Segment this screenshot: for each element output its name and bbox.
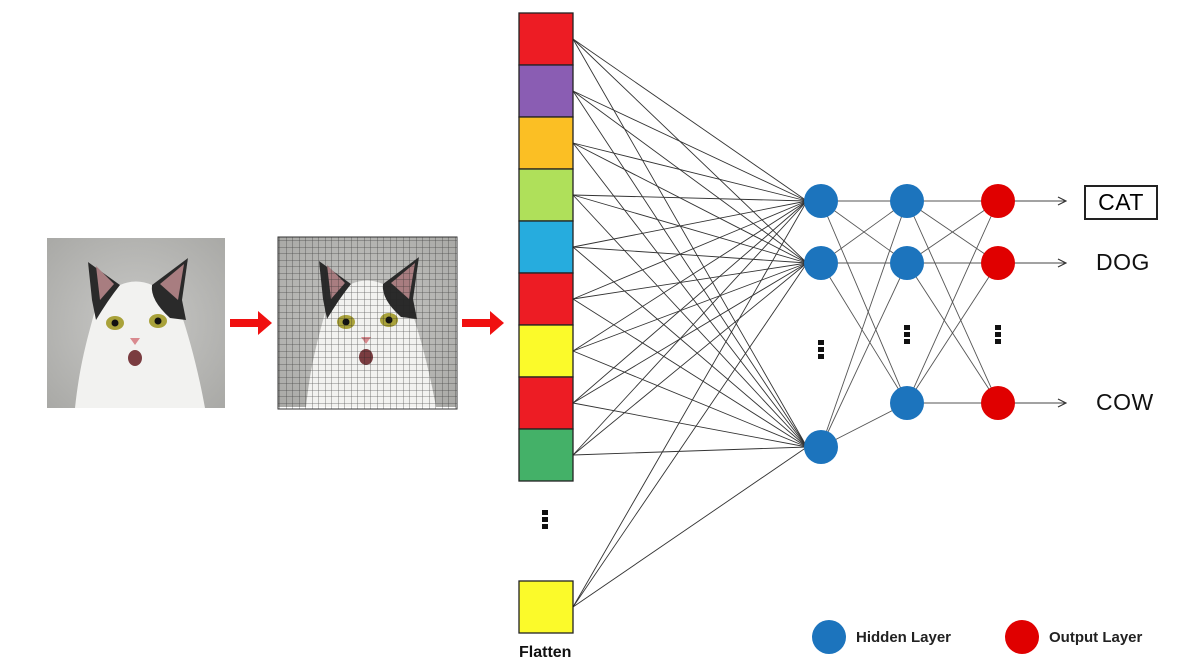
connection-line xyxy=(572,142,808,448)
connection-line xyxy=(906,200,999,404)
flatten-label: Flatten xyxy=(519,644,572,661)
red-arrow-shaft xyxy=(230,319,260,327)
flatten-cell xyxy=(518,220,574,274)
class-label-dog: DOG xyxy=(1096,249,1150,275)
connection-line xyxy=(572,246,808,264)
ellipsis-icon xyxy=(995,332,1001,337)
connection-line xyxy=(572,262,808,404)
red-arrow-head xyxy=(490,311,504,335)
hidden-node xyxy=(890,386,924,420)
connection-line xyxy=(572,262,808,608)
connection-line xyxy=(572,194,808,264)
connection-line xyxy=(572,446,808,608)
ellipsis-icon xyxy=(818,340,824,345)
output-node xyxy=(981,386,1015,420)
connection-line xyxy=(572,142,808,264)
connection-line xyxy=(572,200,808,248)
legend-hidden-label: Hidden Layer xyxy=(856,629,952,646)
legend-hidden-icon xyxy=(812,620,846,654)
legend-output-icon xyxy=(1005,620,1039,654)
hidden-node xyxy=(890,246,924,280)
ellipsis-icon xyxy=(542,517,548,522)
class-label-cow: COW xyxy=(1096,389,1154,415)
connection-line xyxy=(572,246,808,448)
connection-line xyxy=(572,38,808,202)
flatten-cell xyxy=(518,64,574,118)
flatten-cell xyxy=(518,376,574,430)
connection-line xyxy=(572,90,808,448)
connection-line xyxy=(572,350,808,448)
connection-line xyxy=(906,262,999,404)
ellipsis-icon xyxy=(542,510,548,515)
connection-line xyxy=(572,200,808,404)
connection-line xyxy=(572,446,808,456)
connection-line xyxy=(572,90,808,202)
connection-line xyxy=(820,200,908,404)
connection-line xyxy=(572,200,808,456)
connection-line xyxy=(820,262,908,448)
connection-line xyxy=(572,298,808,448)
hidden-node xyxy=(890,184,924,218)
flatten-cell xyxy=(518,168,574,222)
connection-line xyxy=(572,200,808,608)
red-arrow-head xyxy=(258,311,272,335)
flatten-cell xyxy=(518,428,574,482)
flatten-cell xyxy=(518,12,574,66)
connection-line xyxy=(572,38,808,448)
hidden-node xyxy=(804,184,838,218)
connection-line xyxy=(572,200,808,300)
connection-line xyxy=(572,194,808,202)
ellipsis-icon xyxy=(904,339,910,344)
connection-line xyxy=(820,200,908,448)
hidden-node xyxy=(804,430,838,464)
connection-line xyxy=(572,402,808,448)
class-label-cat: CAT xyxy=(1098,189,1144,215)
connection-line xyxy=(572,194,808,448)
ellipsis-icon xyxy=(995,339,1001,344)
flatten-cell xyxy=(518,324,574,378)
connection-line xyxy=(572,200,808,352)
ellipsis-icon xyxy=(904,325,910,330)
connection-line xyxy=(906,200,999,264)
connection-line xyxy=(572,262,808,456)
output-node xyxy=(981,246,1015,280)
cat-image xyxy=(47,238,225,408)
ellipsis-icon xyxy=(904,332,910,337)
pixel-grid-image xyxy=(277,236,458,410)
ellipsis-icon xyxy=(818,354,824,359)
class-cat: CAT xyxy=(1084,185,1158,220)
flatten-cell-last xyxy=(518,580,574,634)
flatten-cell xyxy=(518,116,574,170)
connection-line xyxy=(820,200,908,264)
ellipsis-icon xyxy=(818,347,824,352)
ellipsis-icon xyxy=(995,325,1001,330)
legend-output-label: Output Layer xyxy=(1049,629,1143,646)
connection-line xyxy=(572,262,808,352)
red-arrow-shaft xyxy=(462,319,492,327)
connection-line xyxy=(572,142,808,202)
ellipsis-icon xyxy=(542,524,548,529)
output-node xyxy=(981,184,1015,218)
connection-line xyxy=(820,262,908,404)
flatten-cell xyxy=(518,272,574,326)
hidden-node xyxy=(804,246,838,280)
